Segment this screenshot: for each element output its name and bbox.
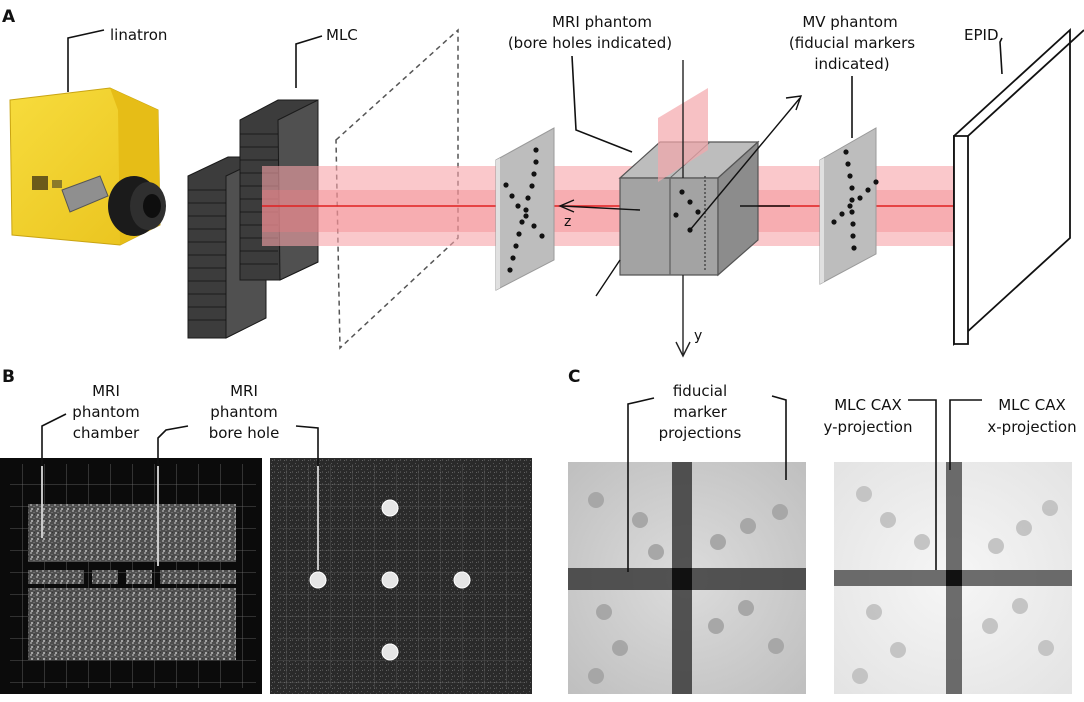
label-mri-phantom-2: (bore holes indicated) <box>508 34 672 52</box>
panel-c: C fiduc <box>568 367 1077 694</box>
panel-b: B MRI phantom ch <box>0 367 532 694</box>
label-mv-phantom-3: indicated) <box>814 55 889 73</box>
label-fiducial-2: marker <box>673 403 727 421</box>
label-bore-1: MRI <box>230 382 258 400</box>
label-fiducial-3: projections <box>659 424 742 442</box>
label-xcax-1: MLC CAX <box>998 396 1066 414</box>
leader-mri-phantom <box>571 55 633 153</box>
label-bore-2: phantom <box>210 403 277 421</box>
mv-marker-plate <box>819 127 879 285</box>
label-chamber-3: chamber <box>73 424 140 442</box>
label-chamber-1: MRI <box>92 382 120 400</box>
label-ycax-2: y-projection <box>824 418 913 436</box>
leader-ycax <box>908 399 937 570</box>
z-axis-line <box>561 205 641 211</box>
label-chamber-2: phantom <box>72 403 139 421</box>
mri-image-bore <box>270 458 532 694</box>
panel-b-letter: B <box>2 367 15 387</box>
panel-a: A <box>2 7 1084 358</box>
leader-linatron <box>67 29 105 92</box>
panel-a-letter: A <box>2 7 16 27</box>
epid-image-1 <box>568 462 806 694</box>
axis-y-label: y <box>694 328 702 344</box>
label-epid: EPID <box>964 26 999 44</box>
panel-c-letter: C <box>568 367 580 387</box>
label-bore-3: bore hole <box>209 424 280 442</box>
z-axis-arrow <box>558 199 575 213</box>
label-ycax-1: MLC CAX <box>834 396 902 414</box>
epid-image-2 <box>834 462 1072 694</box>
axis-z-label: z <box>564 214 571 230</box>
mri-phantom-cube <box>558 60 803 358</box>
x-axis-arrow <box>785 95 803 111</box>
x-axis-line <box>689 97 801 231</box>
leader-fiducial-b <box>771 395 787 480</box>
leader-mlc <box>295 35 323 88</box>
leader-xcax <box>949 399 982 470</box>
mri-marker-plate <box>495 127 555 291</box>
label-xcax-2: x-projection <box>987 418 1076 436</box>
label-mv-phantom-1: MV phantom <box>802 13 897 31</box>
label-linatron: linatron <box>110 26 167 44</box>
y-axis-arrow <box>675 341 691 358</box>
leader-epid <box>999 37 1003 75</box>
label-mlc: MLC <box>326 26 358 44</box>
mri-image-chamber <box>0 458 262 694</box>
label-mri-phantom-1: MRI phantom <box>552 13 652 31</box>
label-mv-phantom-2: (fiducial markers <box>789 34 915 52</box>
label-fiducial-1: fiducial <box>673 382 727 400</box>
leader-fiducial-a <box>627 397 655 572</box>
epid-panel <box>953 27 1084 347</box>
linatron-device <box>9 87 166 246</box>
